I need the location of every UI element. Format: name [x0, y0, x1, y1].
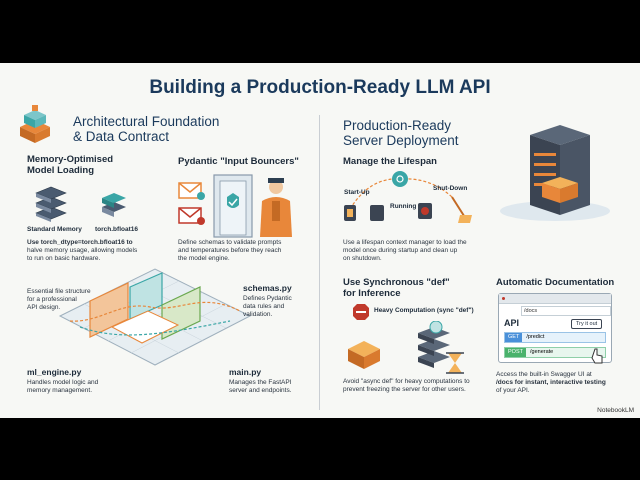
notebooklm-badge: NotebookLM: [597, 407, 634, 414]
bouncer-gate-icon: [213, 174, 292, 238]
post-method-badge: POST: [505, 348, 526, 357]
main-file-name: main.py: [229, 367, 262, 377]
pydantic-heading: Pydantic "Input Bouncers": [178, 156, 299, 167]
try-it-out-button[interactable]: Try it out: [571, 319, 603, 329]
file-structure-description: Essential file structure for a professio…: [27, 288, 91, 311]
infographic: Building a Production-Ready LLM API Arch…: [0, 63, 640, 418]
heavy-computation-illustration: [348, 321, 464, 374]
lifespan-heading: Manage the Lifespan: [343, 156, 437, 167]
get-method-badge: GET: [505, 333, 523, 342]
envelope-reject-icon: [178, 207, 205, 225]
pydantic-description: Define schemas to validate prompts and t…: [178, 239, 282, 262]
ml-engine-description: Handles model logic and memory managemen…: [27, 379, 99, 394]
startup-label: Start-Up: [344, 189, 370, 196]
swagger-window: /docs API Try it out GET/predict POST/ge…: [498, 293, 612, 363]
heavy-computation-label: Heavy Computation (sync "def"): [374, 307, 474, 314]
lifespan-flow-diagram: [344, 171, 472, 223]
left-heading: Architectural Foundation& Data Contract: [73, 114, 220, 144]
browser-bar: [499, 294, 611, 304]
server-rack-icon: [500, 125, 610, 221]
file-structure-diagram: [58, 268, 252, 366]
sync-heading: Use Synchronous "def"for Inference: [343, 277, 450, 299]
shutdown-label: Shut-Down: [433, 185, 468, 192]
column-divider: [319, 115, 320, 410]
memory-description: Use torch_dtype=torch.bfloat16 to halve …: [27, 239, 138, 262]
docs-description: Access the built-in Swagger UI at /docs …: [496, 371, 606, 394]
sync-description: Avoid "async def" for heavy computations…: [343, 378, 470, 393]
lifespan-description: Use a lifespan context manager to load t…: [343, 239, 467, 262]
standard-memory-label: Standard Memory: [27, 226, 82, 233]
get-endpoint-row[interactable]: GET/predict: [504, 332, 606, 343]
docs-heading: Automatic Documentation: [496, 277, 615, 288]
stop-sign-icon: [353, 304, 369, 320]
url-bar[interactable]: /docs: [521, 306, 611, 316]
schemas-description: Defines Pydantic data rules and validati…: [243, 295, 292, 318]
running-label: Running: [390, 203, 417, 210]
get-path: /predict: [526, 334, 545, 340]
api-title: API: [504, 318, 520, 328]
standard-memory-stack-icon: [35, 186, 67, 222]
pointer-hand-icon: [591, 348, 603, 364]
post-endpoint-row[interactable]: POST/generate: [504, 347, 606, 358]
browser-dot: [502, 297, 505, 300]
envelope-check-icon: [178, 182, 205, 200]
main-description: Manages the FastAPI server and endpoints…: [229, 379, 292, 394]
post-path: /generate: [529, 349, 554, 355]
ml-engine-file-name: ml_engine.py: [27, 367, 82, 377]
building-blocks-icon: [20, 105, 50, 143]
bfloat16-label: torch.bfloat16: [95, 226, 138, 233]
schemas-file-name: schemas.py: [243, 283, 292, 293]
bfloat16-stack-icon: [102, 193, 126, 217]
page-title: Building a Production-Ready LLM API: [149, 77, 491, 98]
